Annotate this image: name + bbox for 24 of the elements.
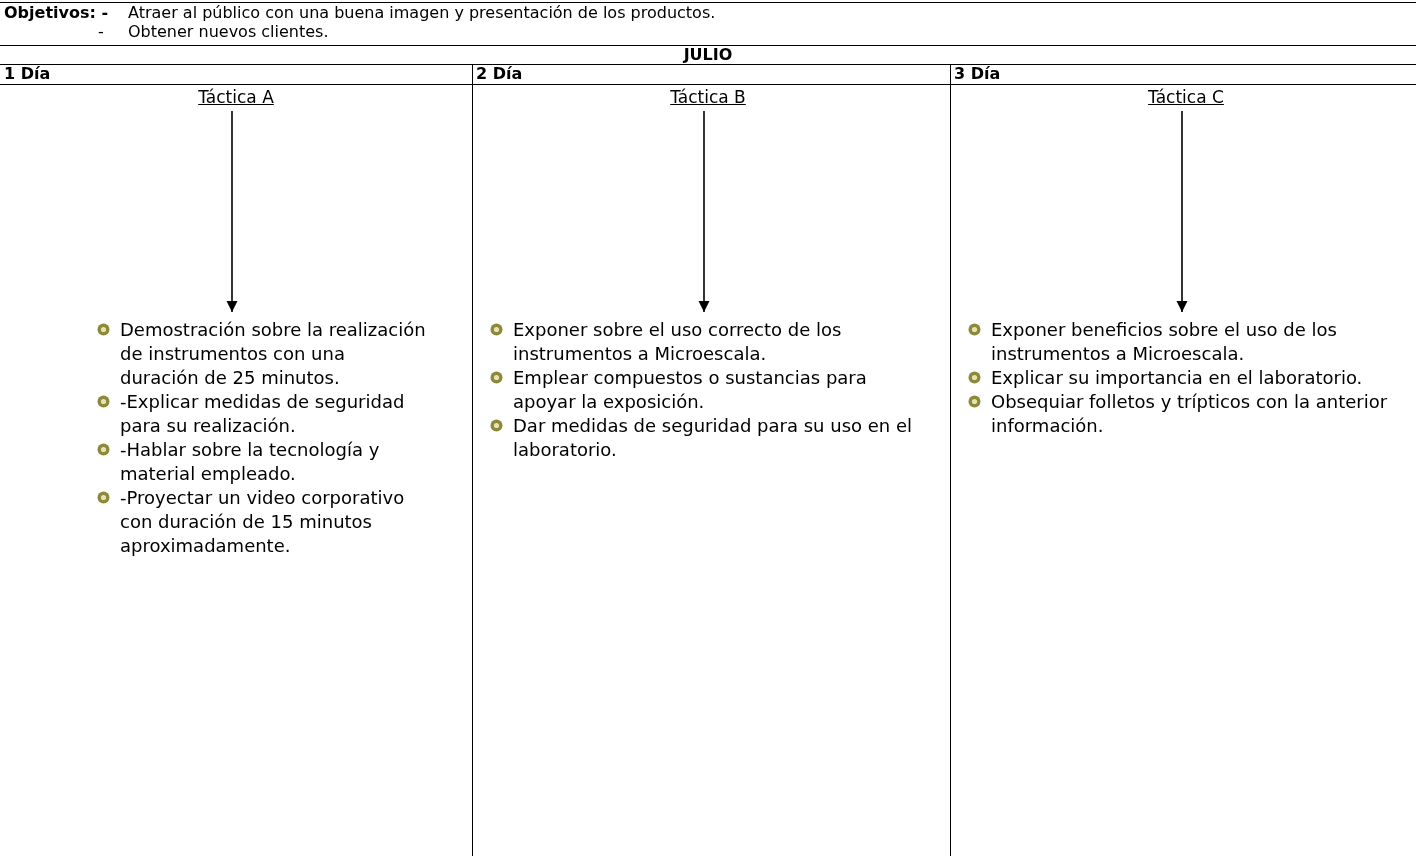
day-heading: 3 Día: [954, 64, 1001, 83]
tactic-title: Táctica A: [198, 87, 274, 107]
arrow: [698, 110, 710, 313]
day-heading: 1 Día: [4, 64, 51, 83]
month-heading: JULIO: [683, 45, 733, 64]
tactic-title: Táctica C: [1148, 87, 1224, 107]
list-item-text: Explicar su importancia en el laboratorio.: [991, 366, 1363, 390]
arrow: [226, 110, 238, 313]
arrow: [1176, 110, 1188, 313]
list-item-text: Emplear compuestos o sustancias para apoyar la exposición.: [513, 366, 868, 414]
day-heading: 2 Día: [476, 64, 523, 83]
list-item-text: Exponer beneficios sobre el uso de los instrumentos a Microescala.: [991, 318, 1338, 366]
list-item-text: Demostración sobre la realización de instrumentos con una duración de 25 minutos.: [120, 318, 427, 390]
list-item-text: Exponer sobre el uso correcto de los instrumentos a Microescala.: [513, 318, 843, 366]
list-item-text: Dar medidas de seguridad para su uso en el laboratorio.: [513, 414, 914, 462]
tactic-title: Táctica B: [670, 87, 746, 107]
objective-text: Atraer al público con una buena imagen y presentación de los productos.: [128, 3, 716, 22]
list-item-text: -Explicar medidas de seguridad para su realización.: [120, 390, 406, 438]
list-dash: -: [98, 22, 104, 41]
list-item-text: -Proyectar un video corporativo con duración de 15 minutos aproximadamente.: [120, 486, 406, 558]
objectives-heading: Objetivos: -: [4, 3, 109, 22]
list-item-text: -Hablar sobre la tecnología y material empleado.: [120, 438, 381, 486]
objective-text: Obtener nuevos clientes.: [128, 22, 329, 41]
list-item-text: Obsequiar folletos y trípticos con la anterior información.: [991, 390, 1389, 438]
